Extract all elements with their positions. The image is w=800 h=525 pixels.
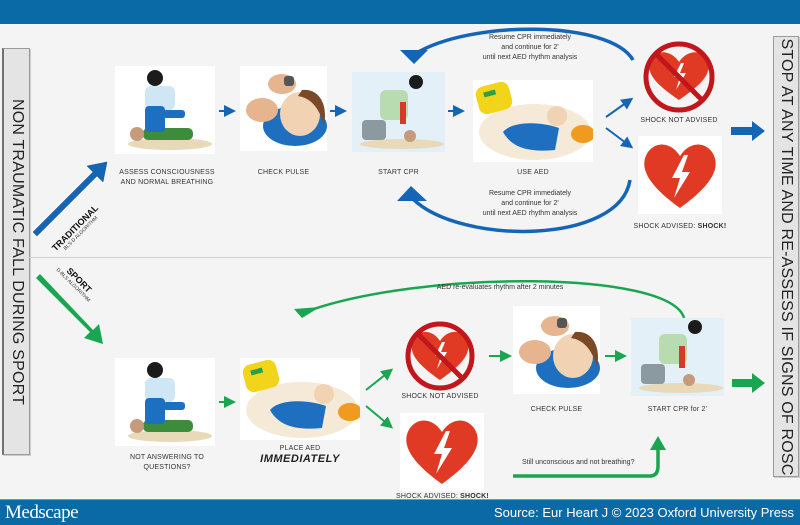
advised-bold: SHOCK!	[460, 493, 489, 500]
arrow-aed-to-not-advised-sport	[365, 368, 394, 391]
assess-caption: ASSESS CONSCIOUSNESS AND NORMAL BREATHIN…	[112, 168, 222, 188]
pulse-check-icon	[519, 316, 600, 388]
pulse-illustration	[240, 66, 327, 151]
caption-line: QUESTIONS?	[143, 464, 191, 471]
traditional-top-loop	[414, 27, 635, 61]
shock-advised-caption: SHOCK ADVISED: SHOCK!	[630, 222, 730, 232]
note-line: and continue for 2'	[501, 200, 559, 207]
sport-bottom-loop	[513, 448, 660, 478]
arrow-aed-to-advised	[605, 127, 634, 149]
aed-caption: USE AED	[517, 169, 549, 176]
cpr-icon	[631, 318, 724, 396]
shock-not-advised-icon	[643, 41, 715, 113]
sport-exit-arrow	[732, 373, 765, 393]
track-divider	[28, 257, 772, 258]
traditional-exit-arrow	[731, 121, 765, 141]
traditional-bottom-loop-note: Resume CPR immediately and continue for …	[470, 189, 590, 219]
traditional-bottom-loop	[411, 179, 632, 234]
cpr-illustration	[352, 72, 445, 152]
sport-top-loop-note: AED re-evaluates rhythm after 2 minutes	[436, 284, 564, 291]
aed-icon	[475, 81, 593, 160]
sport-track-arrow	[36, 274, 103, 344]
footer-bar: Medscape Source: Eur Heart J © 2023 Oxfo…	[0, 499, 800, 525]
note-line: Resume CPR immediately	[488, 34, 572, 41]
note-line: until next AED rhythm analysis	[482, 54, 578, 61]
aed-icon	[242, 359, 360, 438]
right-side-panel: STOP AT ANY TIME AND RE-ASSESS IF SIGNS …	[773, 36, 799, 477]
sport-shock-not-advised-icon	[405, 321, 475, 391]
sport-shock-advised-icon	[400, 413, 484, 491]
arrow-aed-to-not-advised	[605, 97, 634, 118]
place-aed-illustration	[240, 358, 360, 440]
header-bar	[0, 0, 800, 24]
sport-pulse-illustration	[513, 306, 600, 394]
arrow-aed-to-advised-sport	[365, 405, 394, 429]
note-line: until next AED rhythm analysis	[482, 210, 578, 217]
shock-not-advised-caption: SHOCK NOT ADVISED	[640, 117, 718, 124]
sport-cpr-illustration	[631, 318, 724, 396]
cpr-caption: START CPR	[378, 169, 419, 176]
note-line: Resume CPR immediately	[488, 190, 572, 197]
source-credit: Source: Eur Heart J © 2023 Oxford Univer…	[493, 505, 794, 520]
sport-top-loop	[304, 279, 686, 319]
sport-bottom-loop-note: Still unconscious and not breathing?	[522, 459, 635, 466]
sport-not-advised-caption: SHOCK NOT ADVISED	[401, 393, 479, 400]
pulse-caption: CHECK PULSE	[257, 169, 310, 176]
caption-line: NOT ANSWERING TO	[130, 454, 204, 461]
traditional-track-arrow	[32, 161, 108, 237]
caption-line: ASSESS CONSCIOUSNESS	[119, 169, 215, 176]
advised-prefix: SHOCK ADVISED:	[396, 493, 461, 500]
advised-bold: SHOCK!	[697, 223, 727, 230]
left-side-panel: NON TRAUMATIC FALL DURING SPORT	[2, 48, 30, 455]
traditional-top-loop-note: Resume CPR immediately and continue for …	[470, 33, 590, 63]
not-answering-illustration	[115, 358, 215, 446]
shock-advised-icon	[638, 136, 722, 214]
caption-line: PLACE AED	[279, 445, 321, 452]
sport-cpr-caption: START CPR for 2'	[647, 406, 708, 413]
rescuer-assessing-icon	[128, 70, 212, 150]
advised-prefix: SHOCK ADVISED:	[633, 223, 698, 230]
pulse-check-icon	[246, 74, 327, 146]
not-answering-caption: NOT ANSWERING TO QUESTIONS?	[112, 453, 222, 473]
sport-advised-caption: SHOCK ADVISED: SHOCK!	[395, 492, 490, 502]
immediately-emphasis: IMMEDIATELY	[260, 453, 340, 465]
caption-line: AND NORMAL BREATHING	[120, 179, 214, 186]
assess-illustration	[115, 66, 215, 154]
sport-pulse-caption: CHECK PULSE	[530, 406, 583, 413]
place-aed-caption: PLACE AED IMMEDIATELY	[240, 444, 360, 465]
aed-illustration	[473, 80, 593, 162]
rescuer-assessing-icon	[128, 362, 212, 442]
note-line: and continue for 2'	[501, 44, 559, 51]
cpr-icon	[352, 72, 445, 152]
medscape-logo[interactable]: Medscape	[5, 502, 79, 523]
